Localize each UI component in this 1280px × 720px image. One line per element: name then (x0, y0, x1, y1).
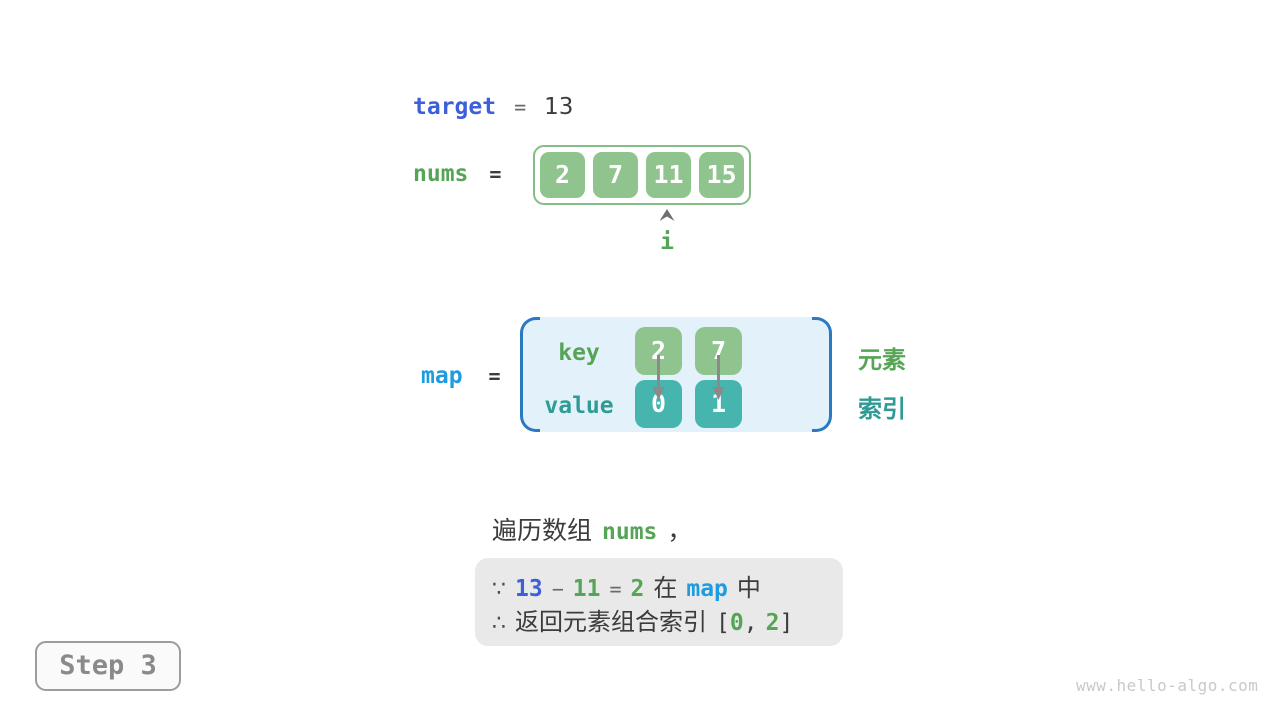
therefore-symbol: ∴ (492, 611, 506, 636)
array-cell: 2 (540, 152, 585, 198)
map-key-cell: 7 (695, 327, 742, 375)
result-index-pair: [ 0 , 2 ] (716, 610, 793, 636)
conclusion-box: ∵ 13 − 11 = 2 在 map 中 ∴ 返回元素组合索引 [ 0 , 2… (475, 558, 843, 646)
caption-line: 遍历数组 nums ， (492, 511, 692, 547)
array-cell: 11 (646, 152, 691, 198)
nums-array: 2 7 11 15 (533, 145, 751, 205)
map-key-cell: 2 (635, 327, 682, 375)
result-index-a: 0 (729, 610, 744, 636)
map-name-code: map (686, 576, 728, 602)
array-cell: 15 (699, 152, 744, 198)
target-variable: target (413, 94, 497, 120)
map-value-row-label: value (544, 393, 614, 419)
in-prefix-text: 在 (653, 574, 678, 602)
map-box: key value 2 7 0 1 (520, 317, 832, 432)
index-pointer-label: i (660, 229, 674, 255)
up-arrowhead-icon (659, 209, 675, 221)
conclusion-line-because: ∵ 13 − 11 = 2 在 map 中 (492, 568, 843, 602)
map-variable: map (421, 363, 463, 389)
because-symbol: ∵ (492, 577, 506, 602)
map-label-row: map = (421, 363, 501, 389)
nums-label-row: nums = (413, 161, 501, 187)
result-index-b: 2 (765, 610, 780, 636)
caption-nums-code: nums (602, 519, 658, 545)
difference-value: 2 (630, 576, 645, 602)
left-bracket-icon (520, 317, 540, 432)
target-row: target = 13 (413, 94, 573, 120)
return-text: 返回元素组合索引 (515, 608, 707, 636)
site-watermark: www.hello-algo.com (1076, 676, 1259, 695)
map-key-row-label: key (558, 340, 600, 366)
index-side-label: 索引 (858, 395, 906, 423)
target-equals-sign: = (514, 95, 527, 119)
down-arrow-icon (652, 355, 665, 400)
caption-comma: ， (667, 516, 693, 545)
nums-variable: nums (413, 161, 469, 187)
down-arrow-icon (712, 355, 725, 400)
element-side-label: 元素 (858, 346, 906, 374)
array-cell: 7 (593, 152, 638, 198)
open-bracket: [ (716, 610, 730, 636)
in-suffix-text: 中 (736, 574, 761, 602)
step-badge: Step 3 (35, 641, 181, 691)
right-bracket-icon (812, 317, 832, 432)
subtrahend-value: 11 (572, 576, 601, 602)
nums-equals-sign: = (489, 162, 502, 186)
close-bracket: ] (779, 610, 794, 636)
target-value: 13 (544, 94, 574, 120)
minus-sign: − (551, 577, 564, 601)
result-comma: , (743, 610, 758, 636)
conclusion-line-therefore: ∴ 返回元素组合索引 [ 0 , 2 ] (492, 602, 843, 636)
equals-sign: = (609, 577, 622, 601)
caption-prefix: 遍历数组 (492, 516, 593, 545)
map-equals-sign: = (488, 364, 501, 388)
minuend-value: 13 (515, 576, 543, 602)
